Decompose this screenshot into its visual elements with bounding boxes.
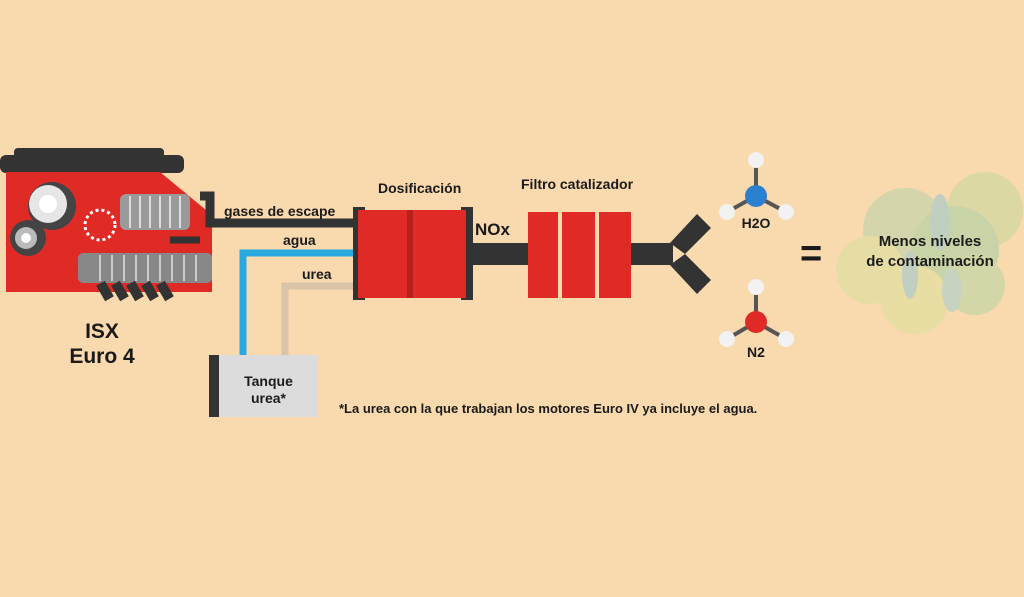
urea-tank — [209, 355, 318, 417]
nitrogen-molecule-label: N2 — [747, 344, 765, 360]
engine-label-line2: Euro 4 — [69, 345, 135, 368]
equals-sign: = — [800, 233, 823, 275]
nox-label: NOx — [475, 220, 510, 239]
tank-label-line1: Tanque — [244, 373, 293, 389]
clean-air-cloud-icon — [836, 172, 1023, 334]
tank-label-line2: urea* — [250, 390, 287, 406]
water-label: agua — [283, 232, 316, 248]
water-pipe — [239, 249, 358, 356]
engine-label: ISX Euro 4 — [56, 319, 148, 369]
result-label-line2: de contaminación — [866, 253, 994, 270]
footnote: *La urea con la que trabajan los motores… — [339, 401, 758, 416]
urea-label: urea — [302, 266, 332, 282]
engine-illustration — [0, 148, 358, 302]
tank-label: Tanque urea* — [219, 373, 318, 407]
exhaust-gas-label: gases de escape — [224, 203, 336, 219]
water-molecule-icon — [719, 152, 794, 220]
nitrogen-molecule-icon — [719, 279, 794, 347]
nox-pipe — [466, 243, 528, 265]
engine-label-line1: ISX — [85, 320, 119, 343]
result-label-line1: Menos niveles — [878, 233, 982, 250]
catalytic-filter — [528, 212, 631, 298]
outlet-pipe — [631, 214, 711, 294]
result-label: Menos niveles de contaminación — [846, 232, 1014, 272]
dosing-unit — [353, 207, 473, 300]
dosing-label: Dosificación — [378, 180, 462, 196]
water-molecule-label: H2O — [741, 215, 771, 231]
urea-pipe — [281, 282, 358, 356]
filter-label: Filtro catalizador — [521, 176, 634, 192]
